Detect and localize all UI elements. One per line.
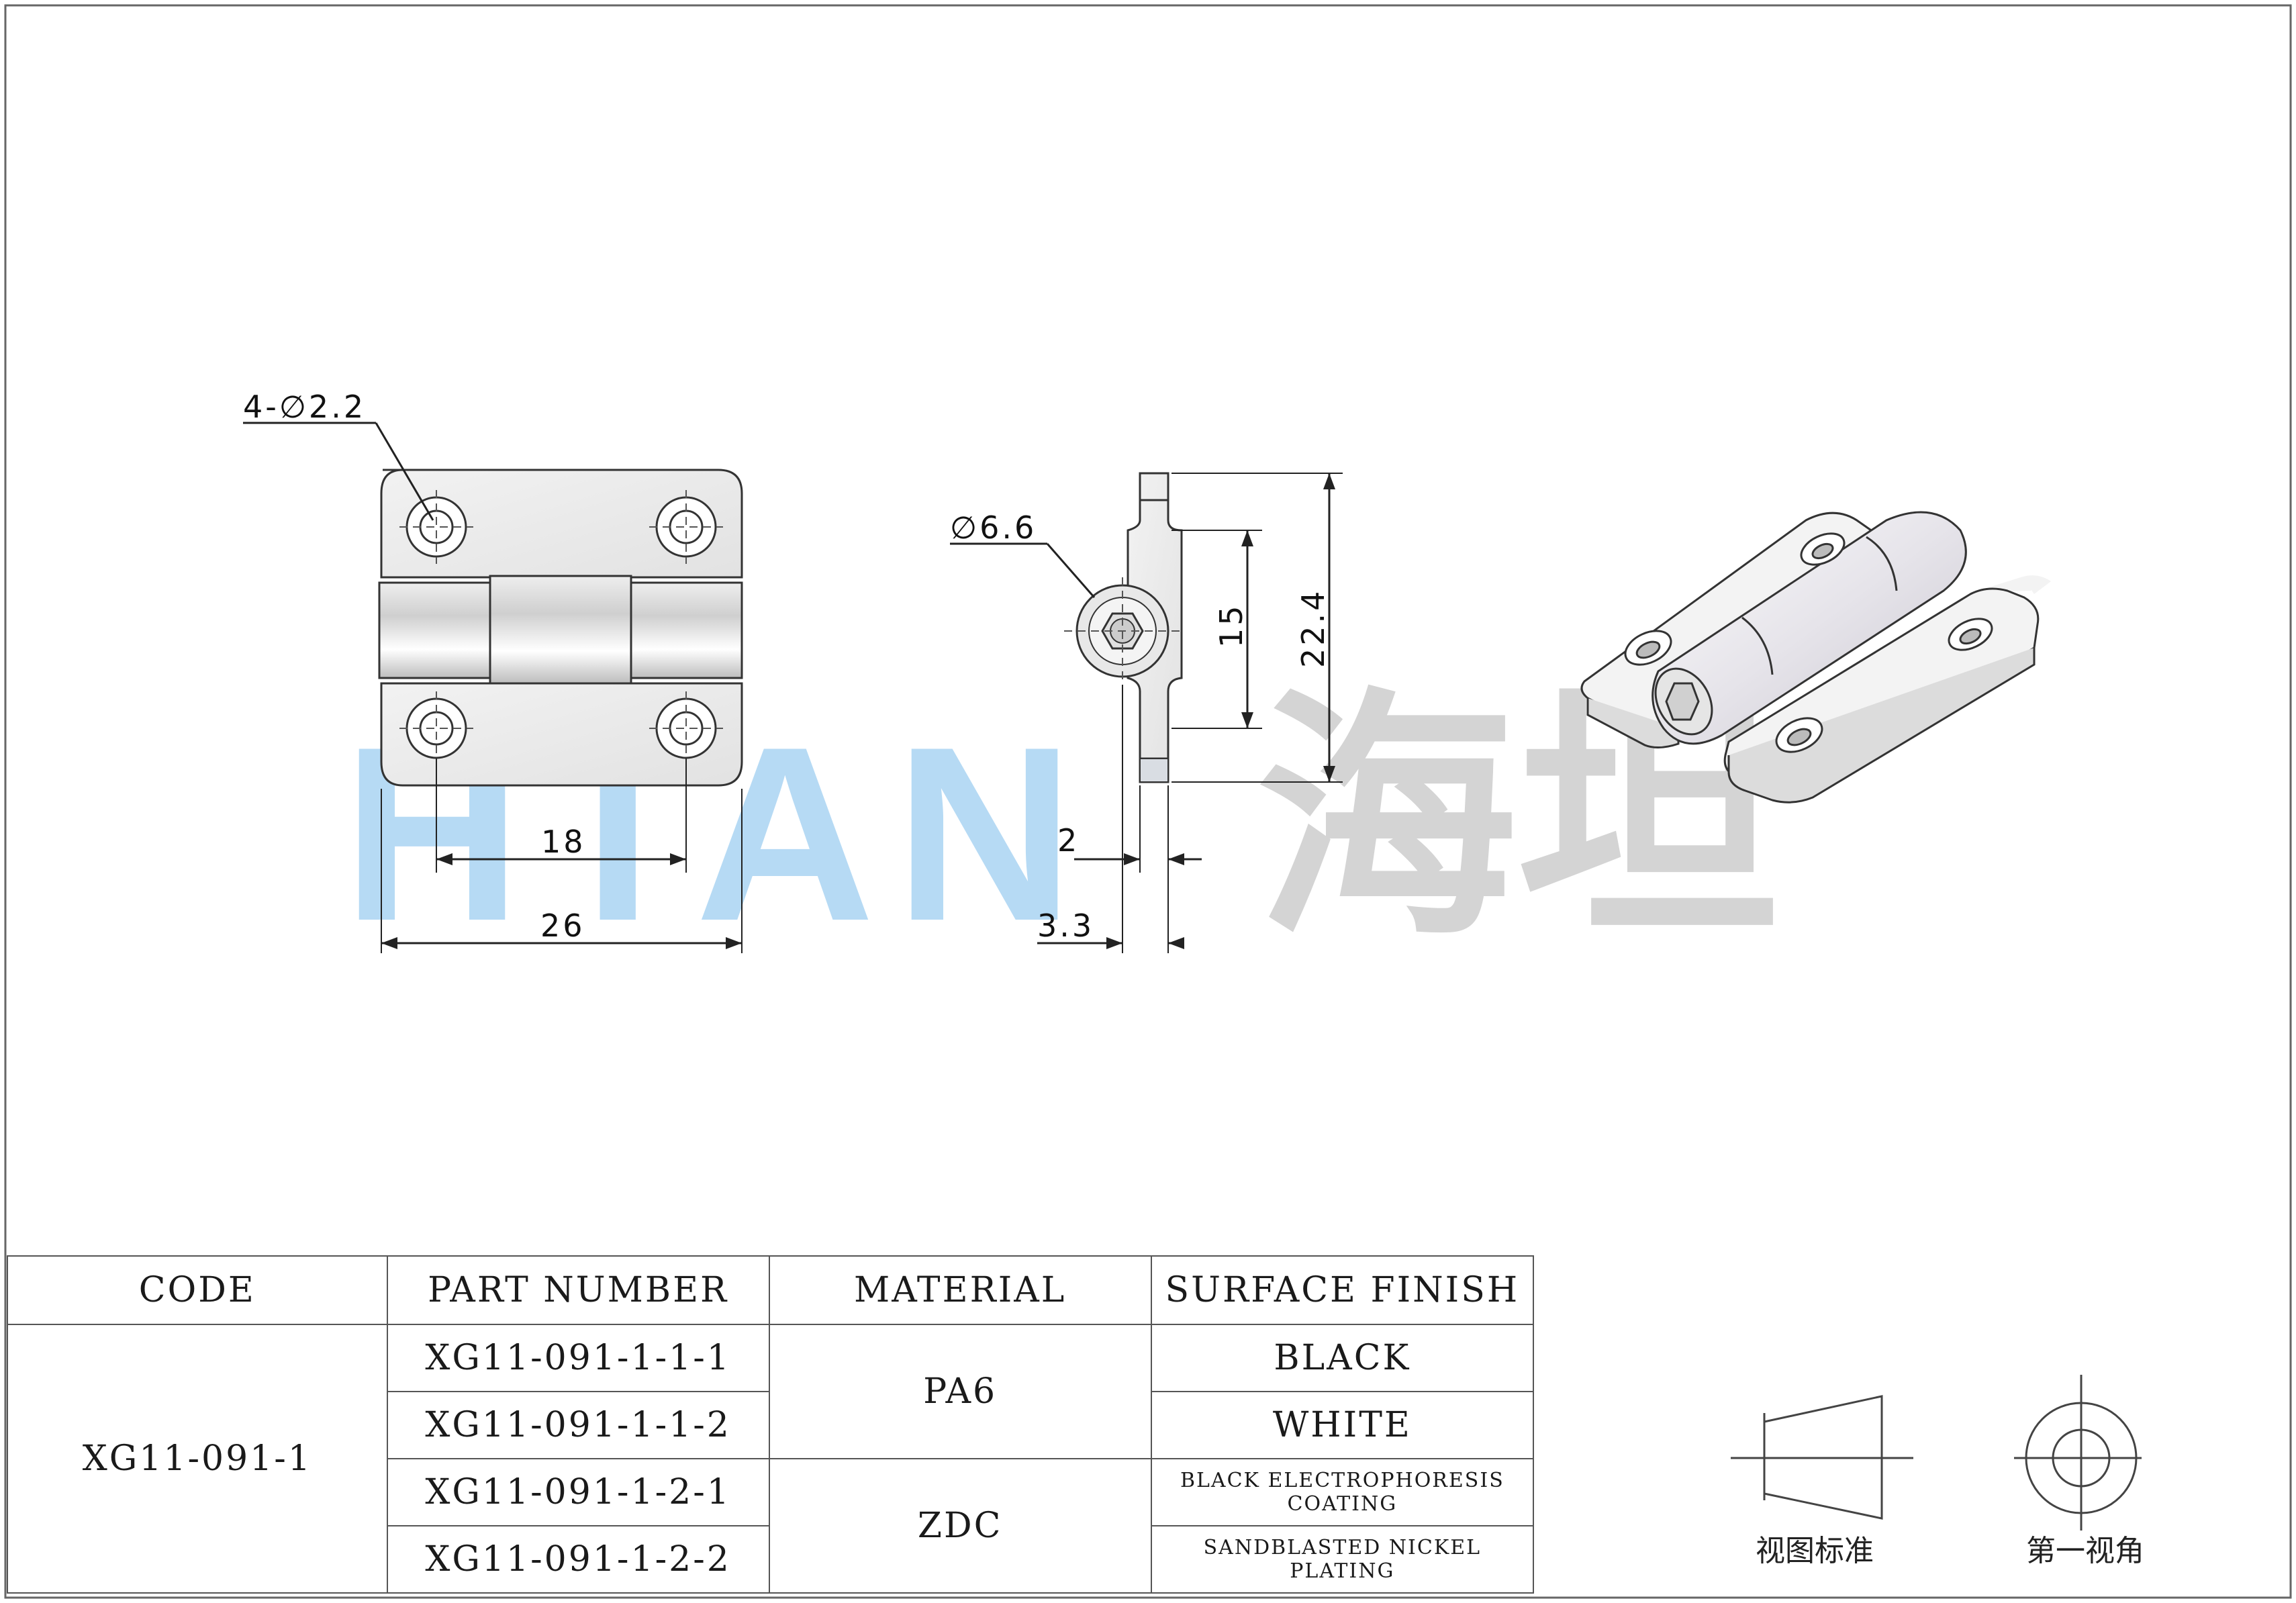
sheet-border (4, 4, 2292, 1599)
mounting-holes (405, 496, 717, 759)
finish-cell: WHITE (1150, 1391, 1535, 1459)
header-material: MATERIAL (768, 1255, 1152, 1325)
dim-hole-pitch: 18 (541, 824, 586, 860)
first-angle-label: 第一视角 (2026, 1534, 2144, 1568)
isometric-view (1580, 511, 2051, 804)
front-bottom-leaf (380, 682, 743, 787)
finish-cell: SANDBLASTED NICKEL PLATING (1150, 1525, 1535, 1594)
material-cell: PA6 (768, 1324, 1152, 1459)
header-code: CODE (7, 1255, 388, 1325)
part-number-cell: XG11-091-1-2-2 (386, 1525, 770, 1594)
material-cell: ZDC (768, 1458, 1152, 1594)
side-view: ∅6.6 15 22.4 2 3.3 (950, 472, 1343, 953)
dim-holes: 4-∅2.2 (243, 389, 366, 425)
dim-overall-width: 26 (540, 908, 585, 944)
iso-barrel (1652, 511, 1967, 745)
header-surface-finish: SURFACE FINISH (1150, 1255, 1535, 1325)
part-number-cell: XG11-091-1-1-2 (386, 1391, 770, 1459)
part-number-cell: XG11-091-1-1-1 (386, 1324, 770, 1392)
header-part-number: PART NUMBER (386, 1255, 770, 1325)
dim-total-thickness: 3.3 (1037, 908, 1094, 944)
view-standard-label: 视图标准 (1756, 1534, 1874, 1568)
finish-cell: BLACK (1150, 1324, 1535, 1392)
part-number-cell: XG11-091-1-2-1 (386, 1458, 770, 1526)
front-knuckle-center (489, 575, 632, 685)
dim-leaf-thickness: 2 (1057, 822, 1080, 859)
finish-cell: BLACK ELECTROPHORESIS COATING (1150, 1458, 1535, 1526)
dim-leaf-height: 15 (1213, 603, 1249, 648)
projection-symbol: 视图标准 第一视角 (1731, 1375, 2144, 1568)
dim-pin-diameter: ∅6.6 (950, 509, 1037, 546)
part-table: CODE PART NUMBER MATERIAL SURFACE FINISH… (7, 1255, 1535, 1594)
code-cell: XG11-091-1 (7, 1324, 388, 1594)
front-view: 4-∅2.2 18 26 (243, 389, 743, 953)
dim-overall-height: 22.4 (1295, 589, 1331, 668)
